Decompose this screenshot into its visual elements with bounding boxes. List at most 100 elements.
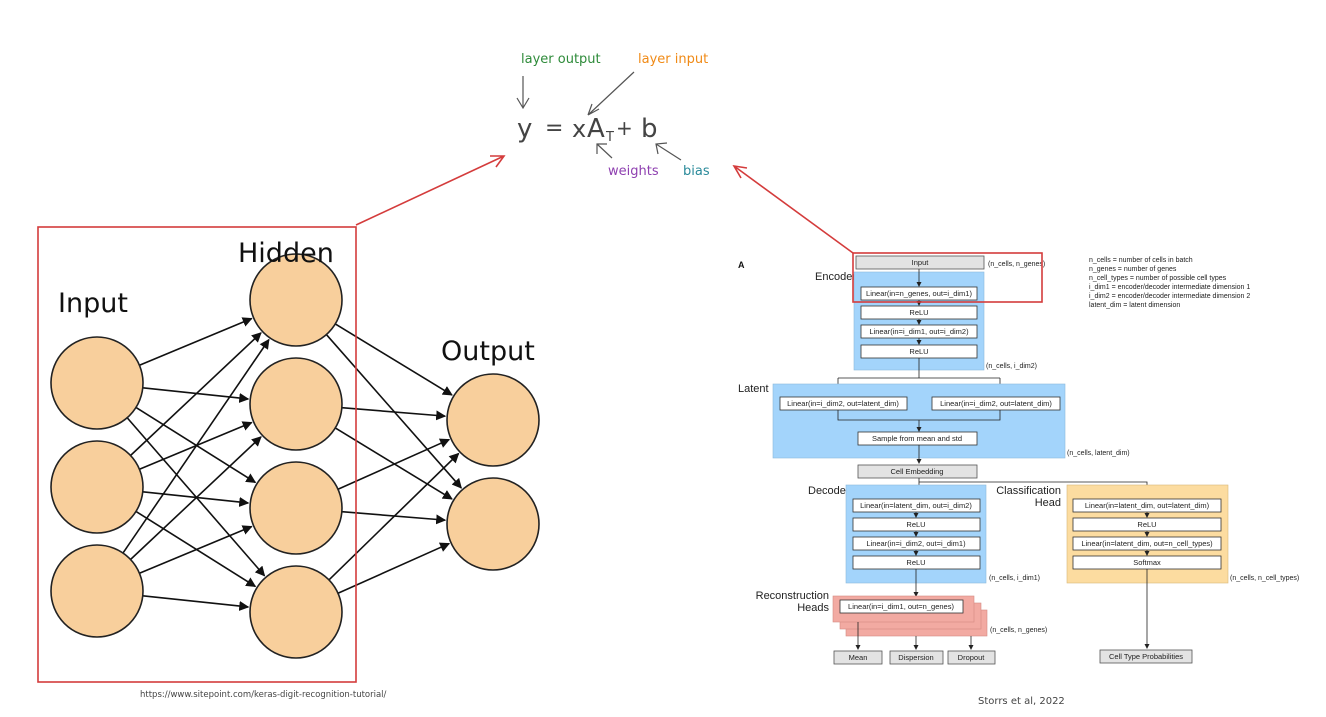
- annotation-bias: bias: [683, 164, 710, 179]
- reconstruction-layer-label: Linear(in=i_dim1, out=n_genes): [848, 602, 954, 611]
- output-dispersion-box: [889, 650, 944, 665]
- encoder-layer-label: ReLU: [909, 347, 928, 356]
- formula: layer output layer input weights bias y …: [516, 52, 710, 179]
- network-connection: [341, 406, 447, 421]
- decoder-layers: Linear(in=latent_dim, out=i_dim2) ReLU L…: [852, 498, 981, 570]
- decoder-layer-label: ReLU: [906, 520, 925, 529]
- formula-T: T: [605, 130, 614, 145]
- output-mean-label: Mean: [849, 653, 868, 662]
- output-dispersion-label: Dispersion: [898, 653, 933, 662]
- classification-layer-label: Softmax: [1133, 558, 1161, 567]
- output-dropout-label: Dropout: [958, 653, 986, 662]
- cell-embedding-label: Cell Embedding: [891, 467, 944, 476]
- neuron-hidden: [249, 565, 343, 659]
- latent-std-layer: [931, 396, 1061, 411]
- architecture-diagram: A n_cells = number of cells in batch n_g…: [738, 252, 1299, 707]
- encoder-label: Encoder: [815, 271, 856, 283]
- input-box: [855, 255, 985, 270]
- formula-equals: =: [545, 116, 563, 141]
- arrow-bias: [655, 142, 682, 161]
- network-connection: [334, 323, 453, 396]
- network-connection: [135, 510, 257, 588]
- encoder-layer-label: Linear(in=n_genes, out=i_dim1): [866, 289, 972, 298]
- decoder-label: Decoder: [808, 485, 850, 497]
- legend-item: n_genes = number of genes: [1089, 266, 1177, 273]
- reconstruction-connectors: [855, 622, 974, 650]
- latent-mean-layer: [779, 396, 908, 411]
- annotation-layer-input: layer input: [638, 52, 708, 67]
- neuron-output: [446, 373, 540, 467]
- legend-item: n_cell_types = number of possible cell t…: [1089, 275, 1227, 282]
- classification-shape: (n_cells, n_cell_types): [1230, 575, 1299, 582]
- decoder-layer-box: [852, 517, 981, 532]
- reconstruction-label-2: Heads: [797, 602, 829, 614]
- neural-network: [50, 253, 540, 659]
- legend-item: i_dim2 = encoder/decoder intermediate di…: [1089, 293, 1250, 300]
- sample-box: [857, 431, 978, 446]
- network-highlight-box: [37, 226, 357, 683]
- panel-label: A: [738, 260, 745, 270]
- arrow-layer-output: [516, 76, 530, 110]
- network-connection: [142, 595, 250, 611]
- classification-layer-label: Linear(in=latent_dim, out=n_cell_types): [1081, 539, 1213, 548]
- legend-item: n_cells = number of cells in batch: [1089, 257, 1193, 264]
- encoder-shape: (n_cells, i_dim2): [986, 363, 1037, 370]
- highlight-arrows: [355, 155, 854, 254]
- latent-connectors: [837, 410, 1001, 464]
- output-dropout-box: [947, 650, 996, 665]
- network-connection: [139, 525, 253, 575]
- arrow-layer-input: [587, 71, 635, 116]
- formula-y: y: [517, 114, 532, 144]
- network-connection: [328, 452, 460, 581]
- neuron-hidden: [249, 461, 343, 555]
- latent-shape: (n_cells, latent_dim): [1067, 450, 1130, 457]
- network-connection: [334, 427, 453, 500]
- cell-type-probabilities-box: [1099, 649, 1193, 664]
- annotation-weights: weights: [608, 164, 659, 179]
- network-connection: [337, 438, 451, 490]
- decoder-layer-label: Linear(in=latent_dim, out=i_dim2): [860, 501, 972, 510]
- cell-type-probabilities-label: Cell Type Probabilities: [1109, 652, 1183, 661]
- neuron-hidden: [249, 357, 343, 451]
- neuron-input: [50, 544, 144, 638]
- decoder-layer-box: [852, 498, 981, 513]
- layer-label-hidden: Hidden: [238, 238, 334, 269]
- classification-label-2: Head: [1035, 497, 1061, 509]
- formula-expression: y = x A T + b: [517, 114, 658, 145]
- input-box-label: Input: [912, 258, 930, 267]
- arrow-weights: [596, 143, 613, 159]
- sample-label: Sample from mean and std: [872, 434, 962, 443]
- variable-legend: n_cells = number of cells in batch n_gen…: [1089, 257, 1250, 309]
- network-source-url: https://www.sitepoint.com/keras-digit-re…: [140, 690, 387, 700]
- formula-plus: +: [616, 116, 633, 140]
- neuron-hidden: [249, 253, 343, 347]
- latent-std-label: Linear(in=i_dim2, out=latent_dim): [940, 399, 1052, 408]
- output-mean-box: [833, 650, 883, 665]
- reconstruction-layer-box: [839, 599, 964, 614]
- legend-item: latent_dim = latent dimension: [1089, 302, 1180, 309]
- annotation-arrows: [516, 71, 682, 161]
- reconstruction-label-1: Reconstruction: [756, 590, 829, 602]
- encoder-layer-label: ReLU: [909, 308, 928, 317]
- encoder-layer-label: Linear(in=i_dim1, out=i_dim2): [869, 327, 969, 336]
- input-shape: (n_cells, n_genes): [988, 261, 1045, 268]
- decoder-layer-box: [852, 536, 981, 551]
- classification-layer-label: ReLU: [1137, 520, 1156, 529]
- network-connection: [139, 317, 253, 367]
- latent-label: Latent: [738, 383, 769, 395]
- classification-label-1: Classification: [996, 485, 1061, 497]
- neuron-input: [50, 440, 144, 534]
- cell-embedding-box: [857, 464, 978, 479]
- formula-A: A: [587, 114, 605, 144]
- network-connection: [129, 332, 262, 457]
- neuron-input: [50, 336, 144, 430]
- latent-mean-label: Linear(in=i_dim2, out=latent_dim): [787, 399, 899, 408]
- layer-label-input: Input: [58, 288, 128, 319]
- citation: Storrs et al, 2022: [978, 696, 1065, 707]
- layer-label-output: Output: [441, 336, 535, 367]
- formula-b: b: [641, 114, 658, 144]
- network-connection: [337, 542, 451, 594]
- decoder-layer-box: [852, 555, 981, 570]
- decoder-shape: (n_cells, i_dim1): [989, 575, 1040, 582]
